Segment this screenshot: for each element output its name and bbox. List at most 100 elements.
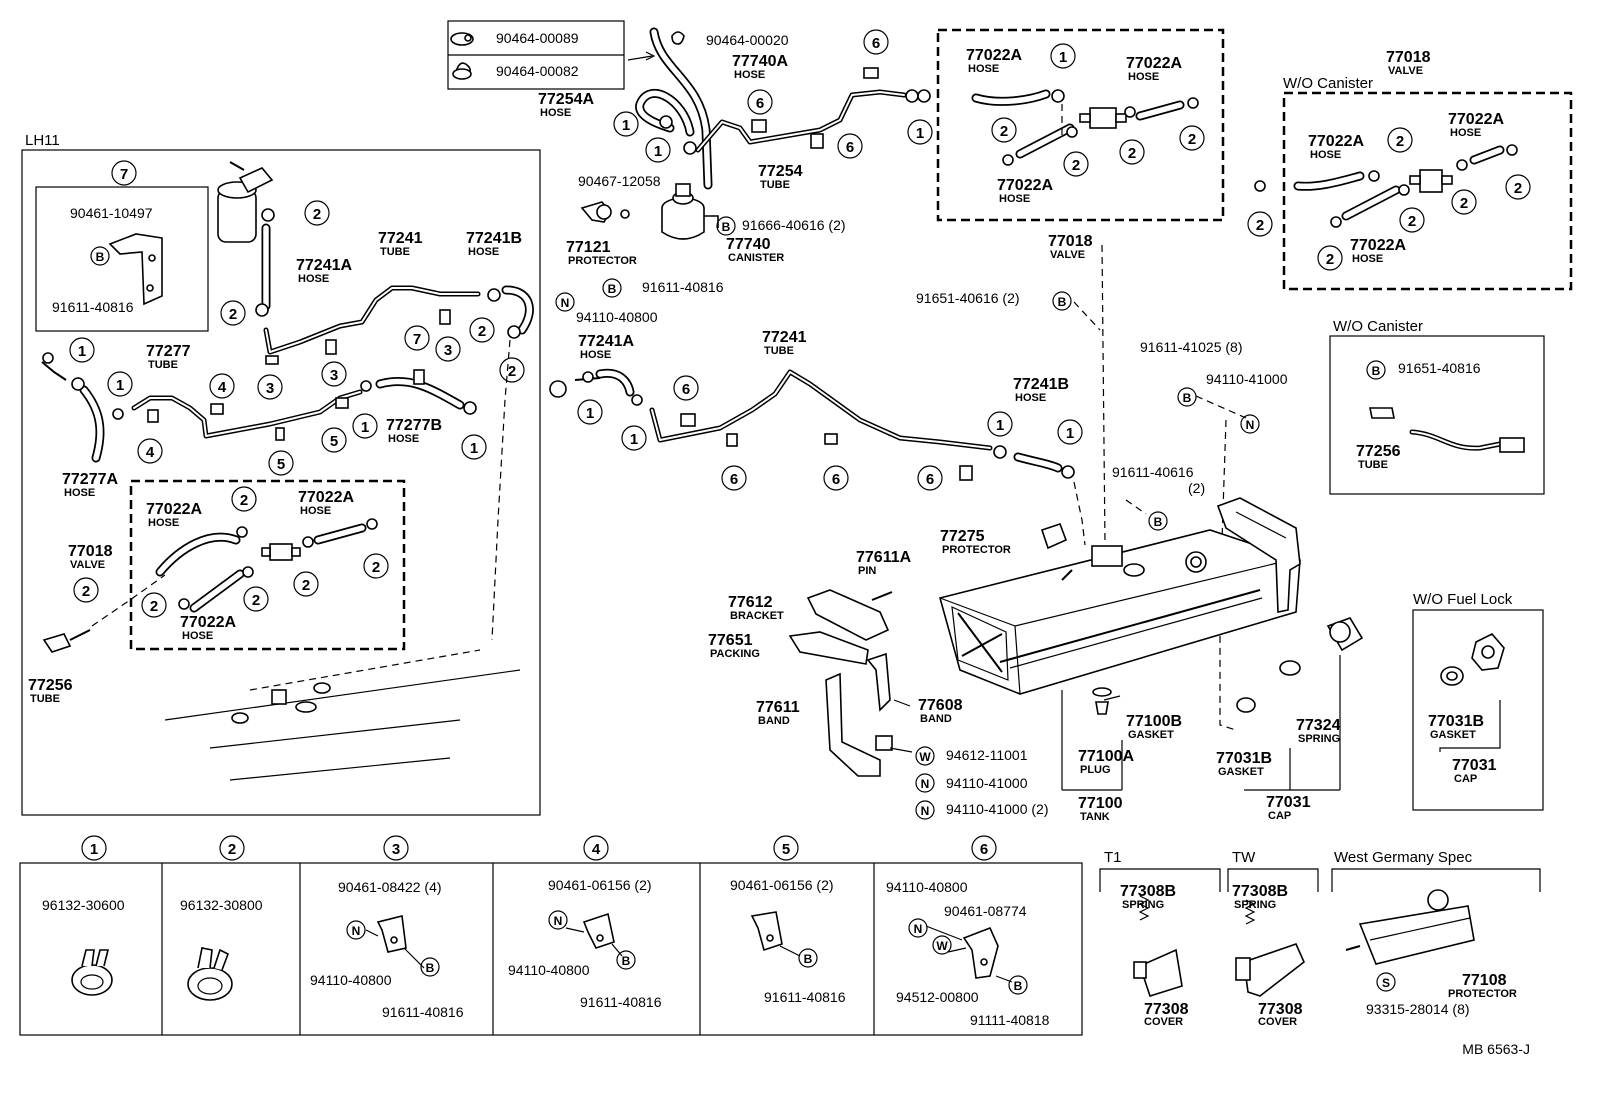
part-type: HOSE bbox=[968, 63, 999, 75]
callout-circle: 6 bbox=[863, 29, 889, 55]
legend-part-number: 94110-40800 bbox=[508, 962, 590, 978]
symbol-letter: N bbox=[554, 914, 563, 928]
part-type: HOSE bbox=[1352, 253, 1383, 265]
callout-number: 1 bbox=[116, 377, 124, 394]
legend-part-number: 94110-40800 bbox=[310, 972, 392, 988]
part-type: HOSE bbox=[1128, 71, 1159, 83]
part-type: HOSE bbox=[734, 69, 765, 81]
symbol-n: N bbox=[1240, 414, 1260, 434]
symbol-b: B bbox=[716, 216, 736, 236]
legend-part-number: 96132-30800 bbox=[180, 897, 263, 913]
part-number: 77100A bbox=[1078, 748, 1134, 765]
callout-circle: 1 bbox=[907, 119, 933, 145]
callout-circle: 3 bbox=[383, 835, 409, 861]
symbol-n: N bbox=[346, 920, 366, 940]
west-germany-heading: West Germany Spec bbox=[1334, 849, 1473, 866]
legend-part-number: 90461-06156 (2) bbox=[548, 877, 652, 893]
callout-circle: 5 bbox=[773, 835, 799, 861]
part-number: 93315-28014 (8) bbox=[1366, 1001, 1470, 1017]
part-number: 91611-40816 bbox=[52, 299, 134, 315]
callout-number: 2 bbox=[313, 206, 321, 223]
valve-icon bbox=[1079, 107, 1127, 129]
lh11-valve-box bbox=[129, 479, 406, 651]
callout-number: 1 bbox=[586, 405, 594, 422]
symbol-b: B bbox=[1366, 360, 1386, 380]
part-number: 94110-41000 (2) bbox=[946, 801, 1048, 817]
part-number: 90467-12058 bbox=[578, 173, 661, 189]
callout-circle: 1 bbox=[645, 137, 671, 163]
part-label: 91611-40816 bbox=[642, 279, 724, 295]
part-number: 90461-10497 bbox=[70, 205, 153, 221]
symbol-letter: B bbox=[622, 954, 631, 968]
symbol-letter: N bbox=[352, 924, 361, 938]
callout-circle: 2 bbox=[1317, 245, 1343, 271]
part-number: 77241A bbox=[578, 333, 634, 350]
part-number: 77022A bbox=[966, 47, 1022, 64]
symbol-b: B bbox=[1008, 975, 1028, 995]
part-number: 90464-00089 bbox=[496, 30, 579, 46]
part-number: 77254 bbox=[758, 163, 803, 180]
symbol-b: B bbox=[420, 957, 440, 977]
callout-number: 6 bbox=[980, 841, 988, 858]
part-label: 91651-40616 (2) bbox=[916, 290, 1020, 306]
callout-circle: 2 bbox=[243, 586, 269, 612]
wo-fuel-lock-frame bbox=[1412, 609, 1544, 811]
symbol-b: B bbox=[1177, 387, 1197, 407]
callout-number: 2 bbox=[1188, 131, 1196, 148]
symbol-letter: B bbox=[1014, 979, 1023, 993]
callout-number: 1 bbox=[630, 431, 638, 448]
legend-part-number: 91611-40816 bbox=[382, 1004, 464, 1020]
callout-circle: 2 bbox=[1451, 189, 1477, 215]
callout-number: 7 bbox=[120, 166, 128, 183]
part-number: 91666-40616 (2) bbox=[742, 217, 846, 233]
part-label: 91666-40616 (2) bbox=[742, 217, 846, 233]
callout-number: 2 bbox=[229, 306, 237, 323]
callout-circle: 2 bbox=[1399, 207, 1425, 233]
part-number: 94612-11001 bbox=[946, 747, 1028, 763]
legend-part-number: 91611-40816 bbox=[580, 994, 662, 1010]
part-type: TUBE bbox=[760, 179, 790, 191]
part-type: VALVE bbox=[1388, 65, 1423, 77]
symbol-letter: N bbox=[921, 804, 930, 818]
clip-icon bbox=[582, 912, 615, 949]
symbol-b: B bbox=[90, 246, 110, 266]
part-label: 90467-12058 bbox=[578, 173, 661, 189]
part-label: 90464-00020 bbox=[706, 32, 789, 48]
part-type: HOSE bbox=[300, 505, 331, 517]
part-number: 94110-41000 bbox=[946, 775, 1028, 791]
part-label: 90464-00089 bbox=[496, 30, 579, 46]
part-labels: 90464-00089 90464-00082 90464-00020 77740AH… bbox=[28, 30, 1504, 823]
callout-number: 3 bbox=[266, 380, 274, 397]
part-number: 77018 bbox=[68, 543, 113, 560]
part-type: TUBE bbox=[1358, 459, 1388, 471]
callout-number: 2 bbox=[508, 363, 516, 380]
part-type: VALVE bbox=[70, 559, 105, 571]
part-type: GASKET bbox=[1430, 729, 1476, 741]
callout-number: 7 bbox=[413, 331, 421, 348]
symbol-n: N bbox=[555, 292, 575, 312]
protector-icon bbox=[580, 201, 630, 223]
symbol-letter: N bbox=[921, 777, 930, 791]
part-number: 77277B bbox=[386, 417, 442, 434]
part-number: 94110-40800 bbox=[576, 309, 658, 325]
symbol-letter: S bbox=[1382, 976, 1390, 990]
part-type: CAP bbox=[1454, 773, 1477, 785]
part-number: 90464-00082 bbox=[496, 63, 579, 79]
part-label: 94110-41000 bbox=[1206, 371, 1288, 387]
part-number: 77022A bbox=[997, 177, 1053, 194]
callout-circle: 1 bbox=[613, 111, 639, 137]
